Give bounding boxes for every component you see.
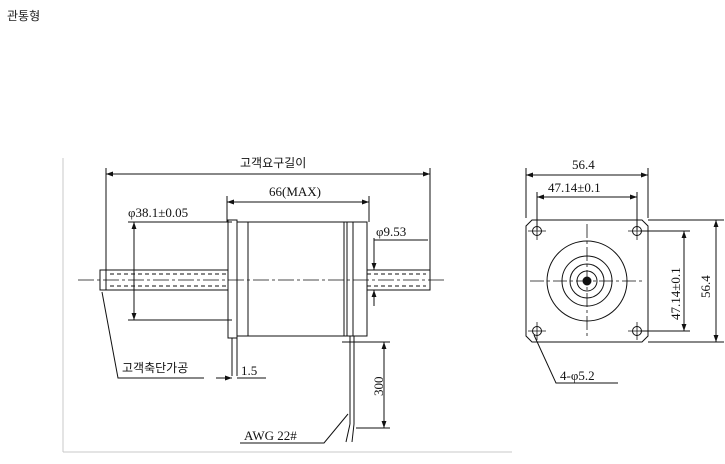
frame-width-label: 56.4 xyxy=(572,157,595,172)
shaft-diameter-label: φ9.53 xyxy=(376,224,406,239)
hole-pitch-h-label: 47.14±0.1 xyxy=(548,180,601,195)
page-title: 관통형 xyxy=(7,9,41,23)
frame-height-dimension xyxy=(648,219,724,343)
frame-height-label: 56.4 xyxy=(698,275,713,298)
frame-width-dimension xyxy=(525,168,649,218)
motor-body xyxy=(236,221,348,337)
drawing-frame xyxy=(62,158,512,453)
shaft-end-leader xyxy=(101,291,204,379)
mount-holes-label: 4-φ5.2 xyxy=(560,368,595,383)
shaft-end-label: 고객축단가공 xyxy=(122,361,188,375)
required-length-label: 고객요구길이 xyxy=(240,156,306,170)
mount-holes-leader xyxy=(533,334,618,384)
front-view xyxy=(525,168,724,384)
lead-wires xyxy=(342,336,390,443)
required-length-dimension xyxy=(105,168,431,280)
side-view xyxy=(78,168,446,444)
body-length-label: 66(MAX) xyxy=(269,184,321,199)
front-frame xyxy=(525,219,649,343)
hole-pitch-v-dimension xyxy=(640,230,690,332)
hole-pitch-v-label: 47.14±0.1 xyxy=(668,267,683,320)
rear-cap xyxy=(346,221,368,337)
body-length-dimension xyxy=(226,196,370,222)
awg-leader xyxy=(240,413,349,444)
pilot-diameter-label: φ38.1±0.05 xyxy=(128,205,188,220)
flange-thickness-label: 1.5 xyxy=(241,363,257,378)
pilot-diameter-dimension xyxy=(128,221,232,321)
lead-wire-label: AWG 22# xyxy=(244,428,297,443)
lead-length-label: 300 xyxy=(371,377,386,397)
